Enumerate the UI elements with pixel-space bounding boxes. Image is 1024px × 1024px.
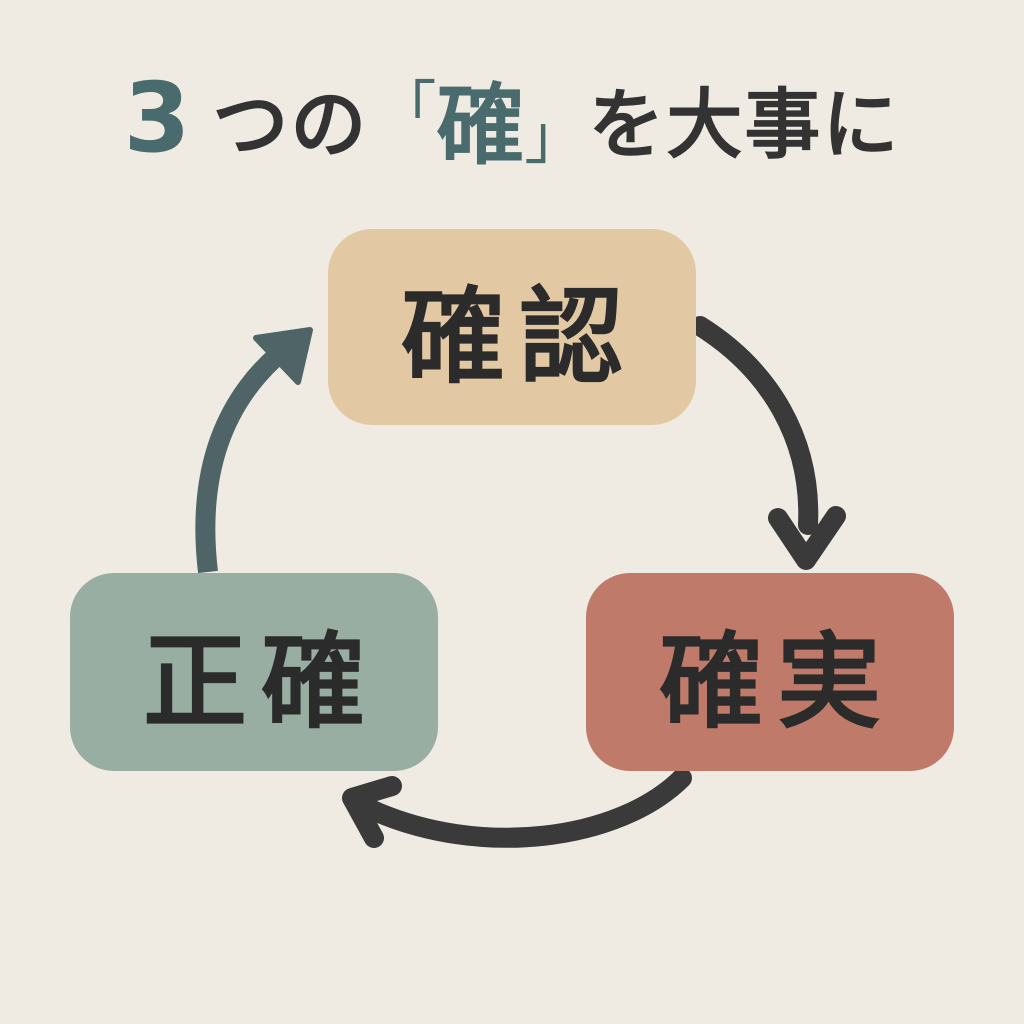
arrow-shaft-top-right xyxy=(690,316,819,535)
title-bracket-close: 」 xyxy=(524,102,585,173)
arrow-shaft-bottom xyxy=(358,768,692,848)
arrow-shaft-left xyxy=(195,337,297,574)
node-kakujitsu: 確実 xyxy=(586,573,954,771)
node-kakujitsu-label: 確実 xyxy=(658,620,895,743)
title-bracket-open: 「 xyxy=(376,74,437,145)
arrow-head-bottom xyxy=(342,776,402,848)
title-number: 3 xyxy=(123,62,191,174)
arrow-head-top-right xyxy=(768,506,846,570)
title-text-before: つの xyxy=(212,80,369,169)
node-seikaku: 正確 xyxy=(70,573,438,771)
title-text-after: を大事に xyxy=(588,80,901,169)
arrow-seikaku-to-kakunin xyxy=(195,327,313,574)
arrow-kakujitsu-to-seikaku xyxy=(342,768,692,848)
node-kakunin-label: 確認 xyxy=(400,275,637,398)
node-seikaku-label: 正確 xyxy=(142,620,379,743)
arrow-kakunin-to-kakujitsu xyxy=(690,316,846,570)
arrow-head-left xyxy=(253,327,313,385)
page-title: 3 つの 「 確 」 を大事に xyxy=(0,58,1024,178)
node-kakunin: 確認 xyxy=(328,229,696,425)
title-keyword: 確 xyxy=(436,73,525,177)
